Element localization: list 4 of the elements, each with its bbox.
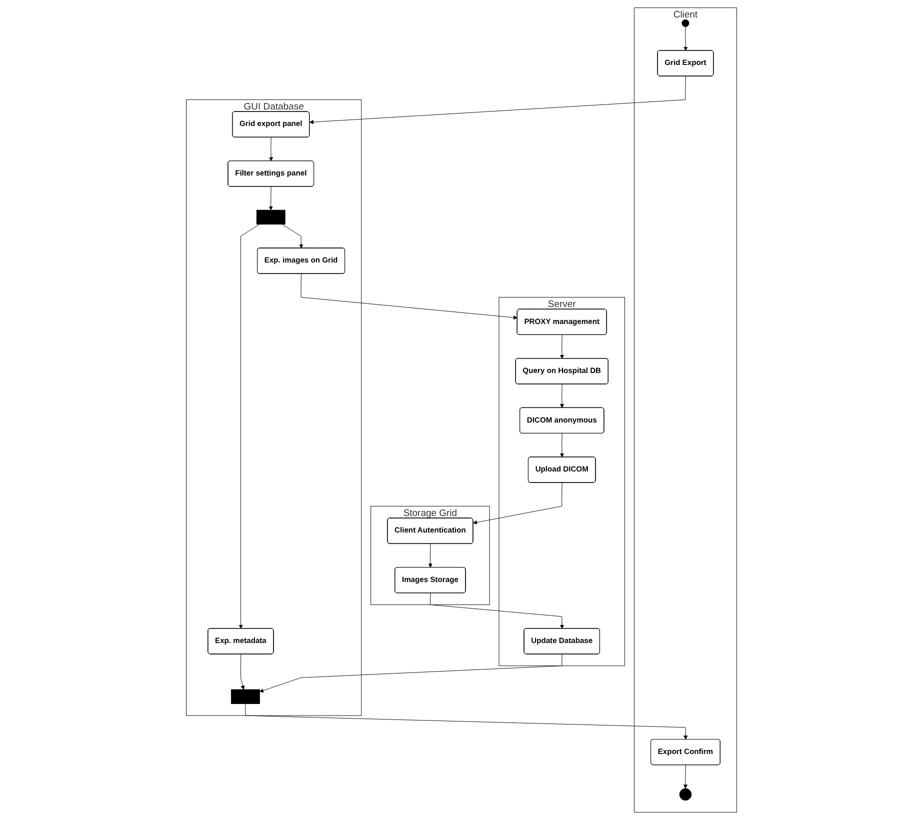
node-bullseye	[679, 788, 692, 801]
node-bar	[231, 689, 260, 704]
node-bar	[256, 210, 286, 225]
node-circle	[682, 19, 690, 27]
